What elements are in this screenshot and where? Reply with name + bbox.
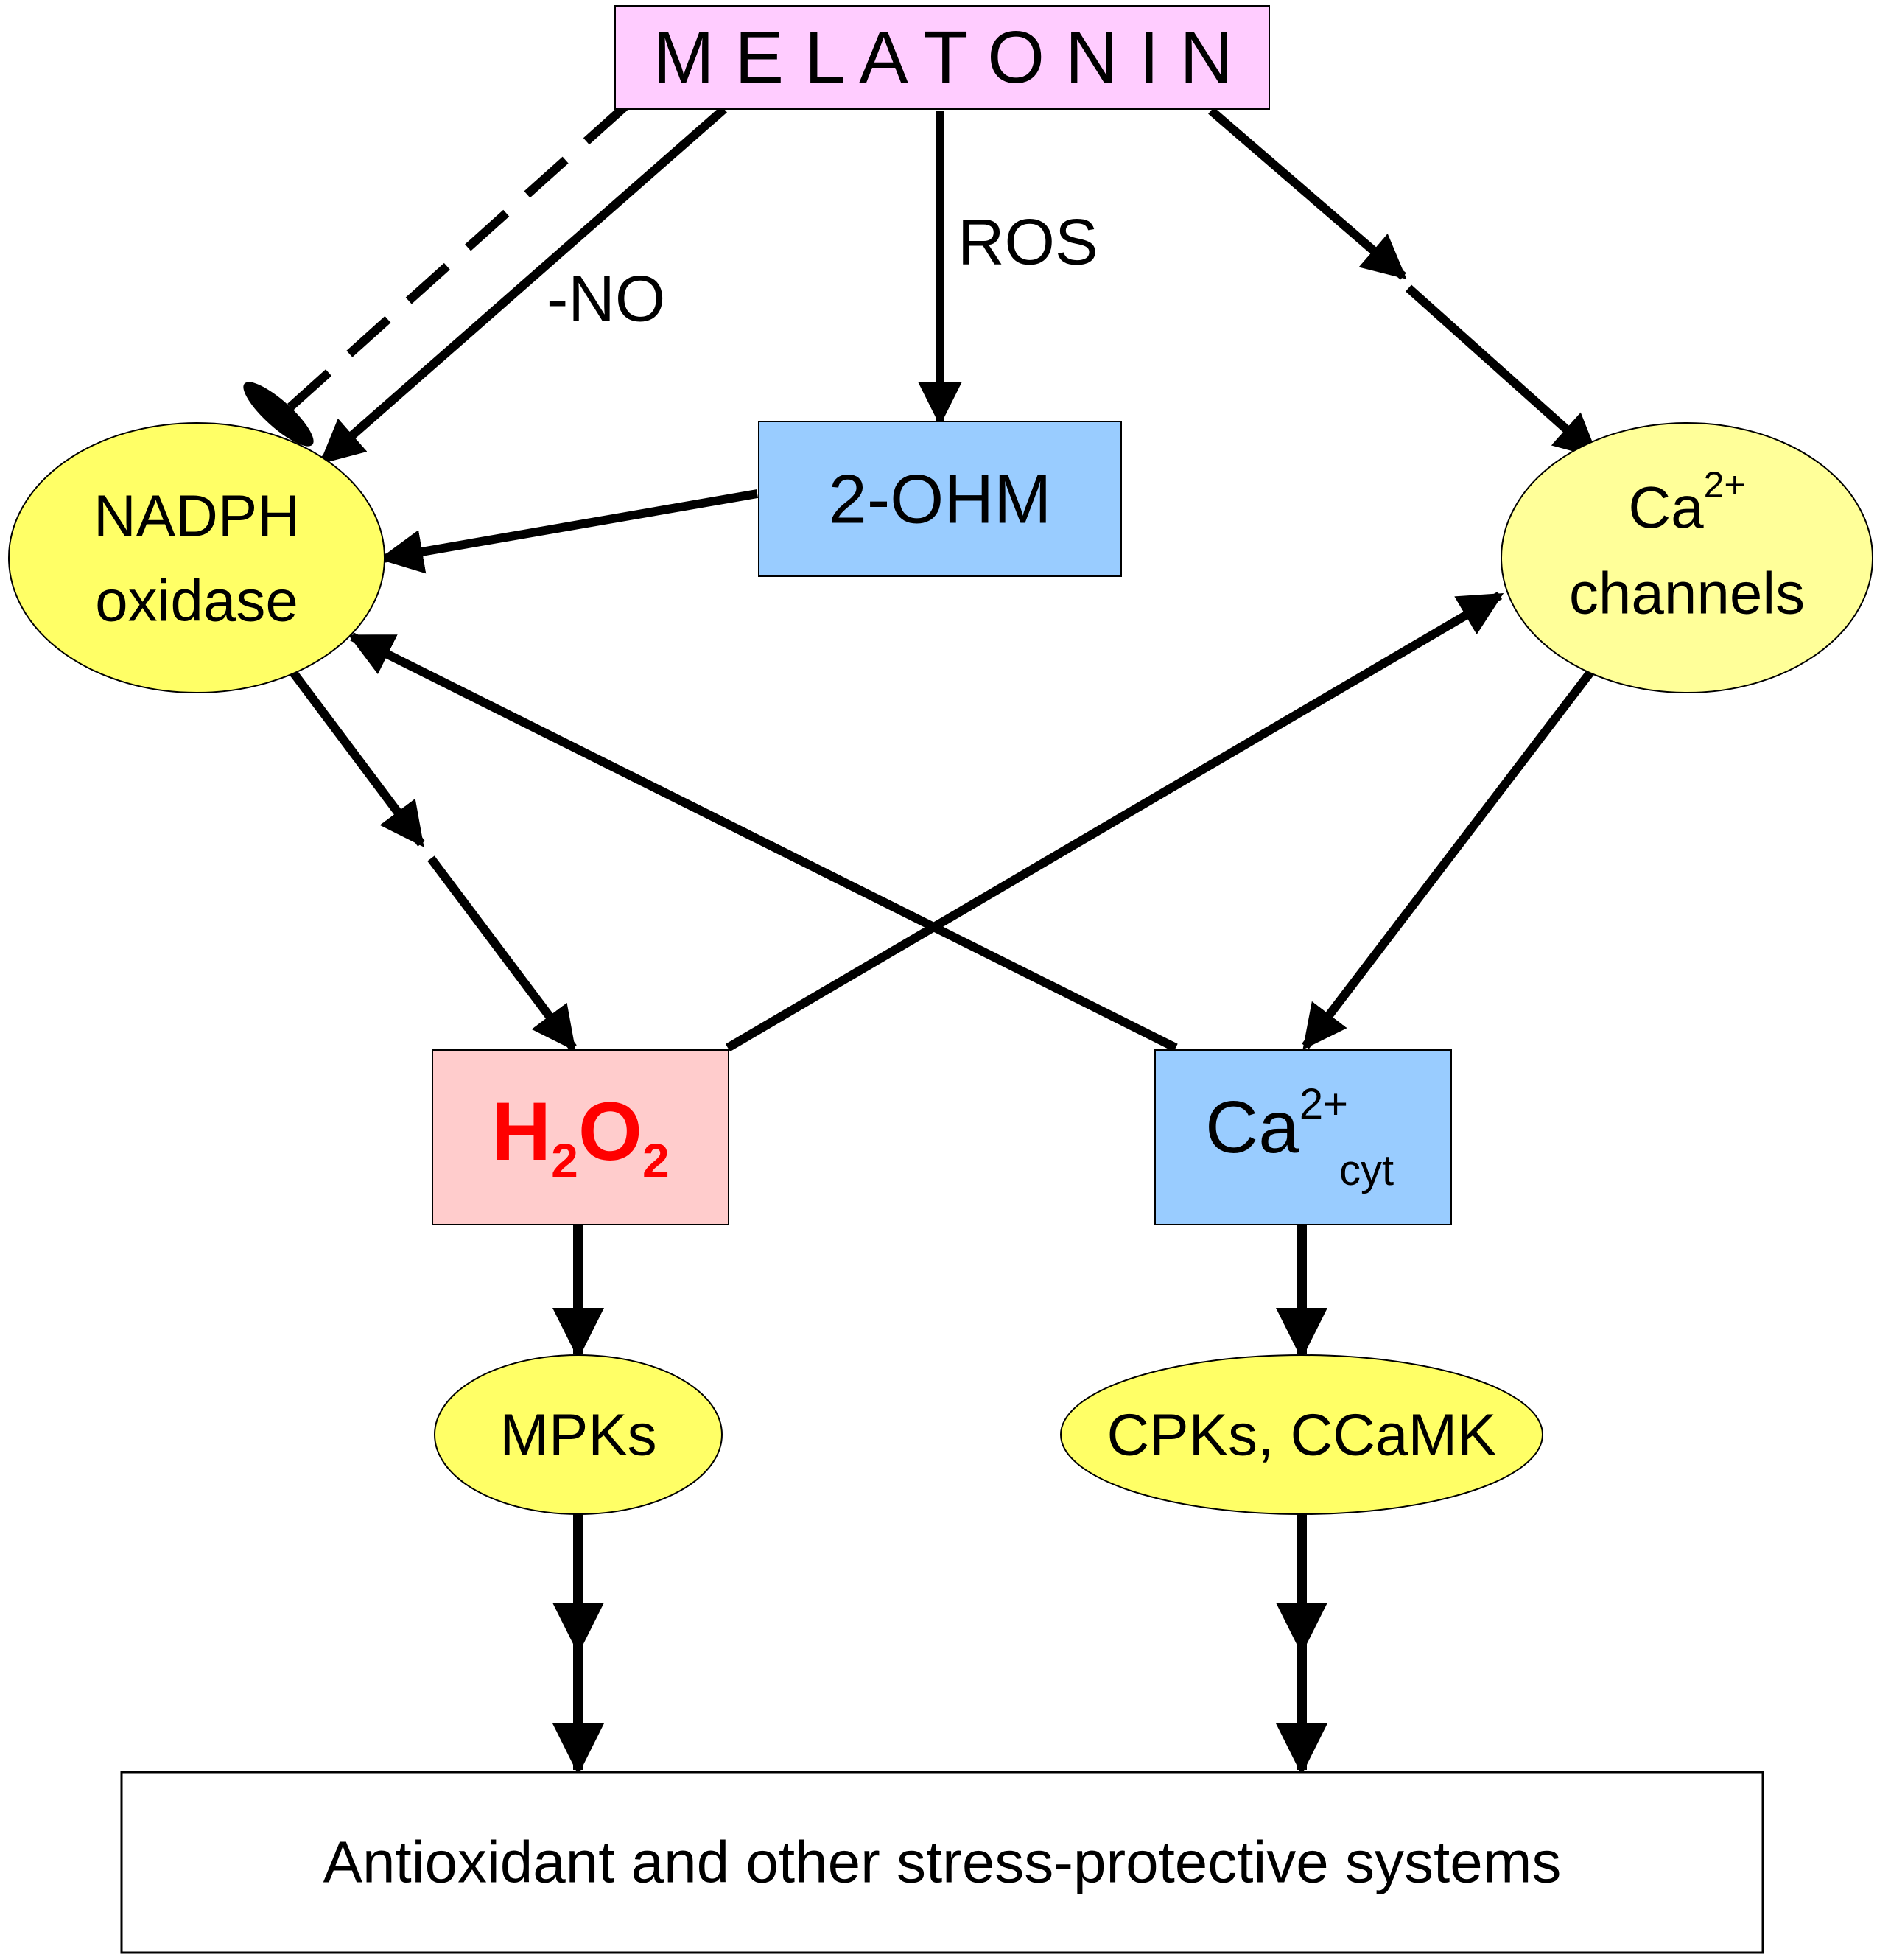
ca-channels-label-line1: Ca2+ xyxy=(1628,464,1745,540)
edge-2ohm-to-nadph xyxy=(379,489,759,574)
ca-cyt-base: Ca xyxy=(1205,1086,1299,1169)
h2o2-h: H xyxy=(491,1085,551,1177)
2ohm-box xyxy=(758,421,1122,577)
edge-melatonin-to-nadph xyxy=(319,105,727,465)
melatonin-label: M E L A T O N I N xyxy=(653,16,1232,99)
inhibition-bar xyxy=(243,382,314,447)
ca-channels-node: Ca2+ channels xyxy=(1501,422,1873,693)
ca-channels-sup: 2+ xyxy=(1704,464,1746,505)
edge-h2o2-to-ca-channels xyxy=(725,591,1504,1052)
h2o2-box xyxy=(432,1049,729,1225)
mpks-node: MPKs xyxy=(434,1354,723,1515)
edge-melatonin-to-ca-channels-part2 xyxy=(1406,284,1599,459)
2ohm-node: 2-OHM xyxy=(758,421,1122,577)
melatonin-box xyxy=(614,5,1270,110)
cpks-node: CPKs, CCaMK xyxy=(1060,1354,1543,1515)
h2o2-sub1: 2 xyxy=(551,1133,578,1188)
h2o2-label: H2O2 xyxy=(491,1085,669,1189)
ca-cyt-box xyxy=(1154,1049,1452,1225)
nadph-oxidase-label-line2: oxidase xyxy=(95,568,298,634)
cpks-label: CPKs, CCaMK xyxy=(1107,1402,1497,1468)
h2o2-node: H2O2 xyxy=(432,1049,729,1225)
edge-label-ros: ROS xyxy=(958,206,1098,279)
edge-melatonin-inhibits-nadph xyxy=(284,103,628,413)
mpks-label: MPKs xyxy=(499,1402,656,1468)
ca-channels-base: Ca xyxy=(1628,475,1704,540)
edge-nadph-to-h2o2-part1 xyxy=(288,668,425,847)
output-node: Antioxidant and other stress-protective … xyxy=(120,1771,1764,1954)
ca-cyt-node: Ca2+ cyt xyxy=(1154,1049,1452,1225)
edge-ca-channels-to-ca-cyt xyxy=(1302,653,1607,1050)
nadph-oxidase-label-line1: NADPH xyxy=(94,483,300,549)
nadph-oxidase-ellipse xyxy=(8,422,385,693)
edge-nadph-to-h2o2-part2 xyxy=(427,855,577,1051)
ca-cyt-label: Ca2+ cyt xyxy=(1205,1080,1394,1194)
melatonin-node: M E L A T O N I N xyxy=(614,5,1270,110)
edge-ca-cyt-to-nadph xyxy=(348,632,1178,1052)
output-box xyxy=(120,1771,1764,1954)
cpks-ellipse xyxy=(1060,1354,1543,1515)
output-label: Antioxidant and other stress-protective … xyxy=(323,1830,1562,1895)
h2o2-sub2: 2 xyxy=(642,1133,670,1188)
ca-channels-label-line2: channels xyxy=(1569,561,1805,626)
ca-cyt-sub: cyt xyxy=(1339,1147,1394,1194)
h2o2-o: O xyxy=(578,1085,642,1177)
mpks-ellipse xyxy=(434,1354,723,1515)
2ohm-label: 2-OHM xyxy=(829,461,1052,538)
ca-cyt-sup: 2+ xyxy=(1299,1080,1348,1128)
edge-melatonin-to-ca-channels-part1 xyxy=(1208,107,1407,280)
nadph-oxidase-node: NADPH oxidase xyxy=(8,422,385,693)
ca-channels-ellipse xyxy=(1501,422,1873,693)
edge-label-no: -NO xyxy=(547,262,665,335)
